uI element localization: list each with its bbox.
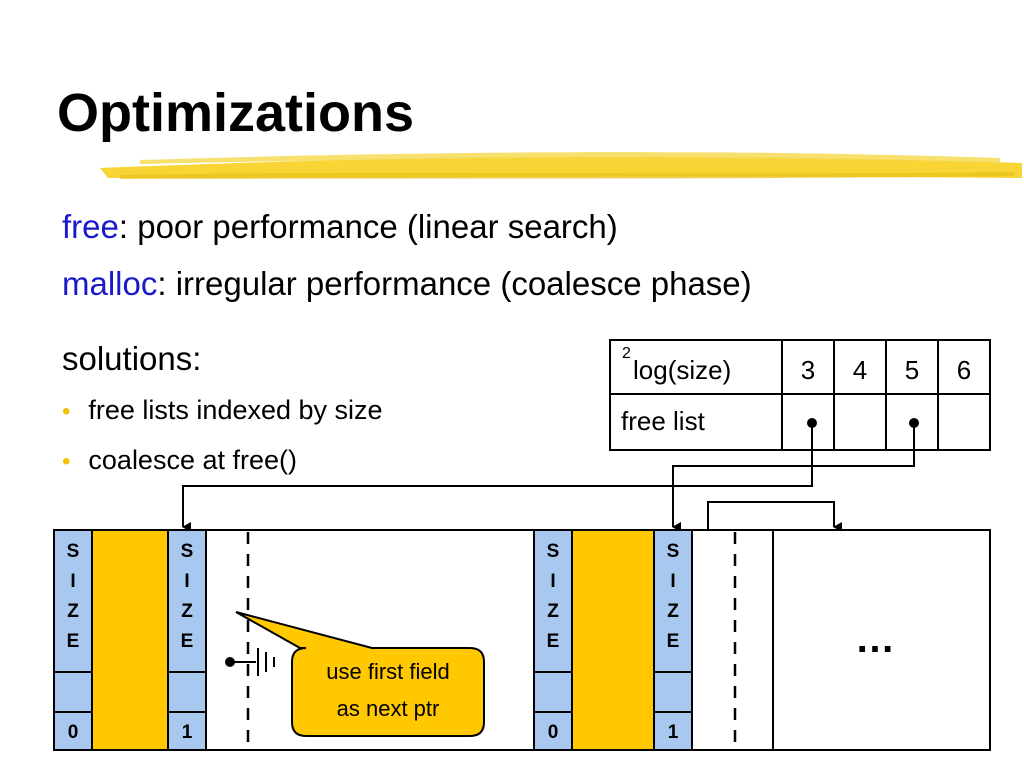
size-letter: Z [547,601,559,622]
free-list-pointer-arrow [672,423,915,532]
table-row-label: free list [621,406,706,436]
free-performance-line: free: poor performance (linear search) [62,208,618,246]
bullet-dot-icon: • [62,448,71,475]
free-list-table: 2 log(size) 3 4 5 6 free list [609,339,991,451]
allocated-flag: 0 [68,722,79,743]
size-letter: S [667,541,680,562]
table-column-header: 6 [957,355,971,385]
size-letter: I [550,571,555,592]
allocated-payload [571,529,655,751]
size-header-block: S I Z E 1 [167,529,207,751]
size-letter: S [67,541,80,562]
table-column-header: 3 [801,355,815,385]
continuation-ellipsis: … [855,617,895,661]
size-header-block: S I Z E 0 [533,529,573,751]
size-letter: E [667,631,680,652]
keyword-malloc: malloc [62,265,158,302]
malloc-performance-text: : irregular performance (coalesce phase) [157,265,752,302]
size-letter: Z [67,601,79,622]
title-underline-brush [100,152,1022,179]
allocated-flag: 0 [548,722,559,743]
callout-bubble: use first field as next ptr [235,611,485,737]
free-list-pointer-arrow [182,423,813,532]
table-header-superscript: 2 [622,345,631,362]
malloc-performance-line: malloc: irregular performance (coalesce … [62,265,752,303]
size-letter: E [67,631,80,652]
size-letter: Z [181,601,193,622]
bullet-item: • free lists indexed by size [62,395,383,426]
memory-strip [53,529,991,751]
size-letter: S [181,541,194,562]
size-header-block: S I Z E 0 [53,529,93,751]
allocated-flag: 1 [668,722,679,743]
size-letter: E [181,631,194,652]
bullet-text: free lists indexed by size [88,395,383,425]
slide-title: Optimizations [57,83,415,143]
callout-line: as next ptr [337,696,440,721]
bullet-dot-icon: • [62,398,71,425]
size-header-block: S I Z E 1 [653,529,693,751]
free-performance-text: : poor performance (linear search) [118,208,618,245]
size-letter: I [184,571,189,592]
size-letter: I [70,571,75,592]
size-letter: E [547,631,560,652]
bullet-item: • coalesce at free() [62,445,297,476]
table-header-label: log(size) [633,355,731,385]
callout-line: use first field [326,659,450,684]
allocated-payload [91,529,169,751]
null-pointer-icon [225,648,275,676]
solutions-label: solutions: [62,340,202,377]
table-column-header: 5 [905,355,919,385]
table-column-header: 4 [853,355,867,385]
bullet-text: coalesce at free() [88,445,297,475]
size-letter: I [670,571,675,592]
size-letter: S [547,541,560,562]
keyword-free: free [62,208,119,245]
allocated-flag: 1 [182,722,193,743]
size-letter: Z [667,601,679,622]
